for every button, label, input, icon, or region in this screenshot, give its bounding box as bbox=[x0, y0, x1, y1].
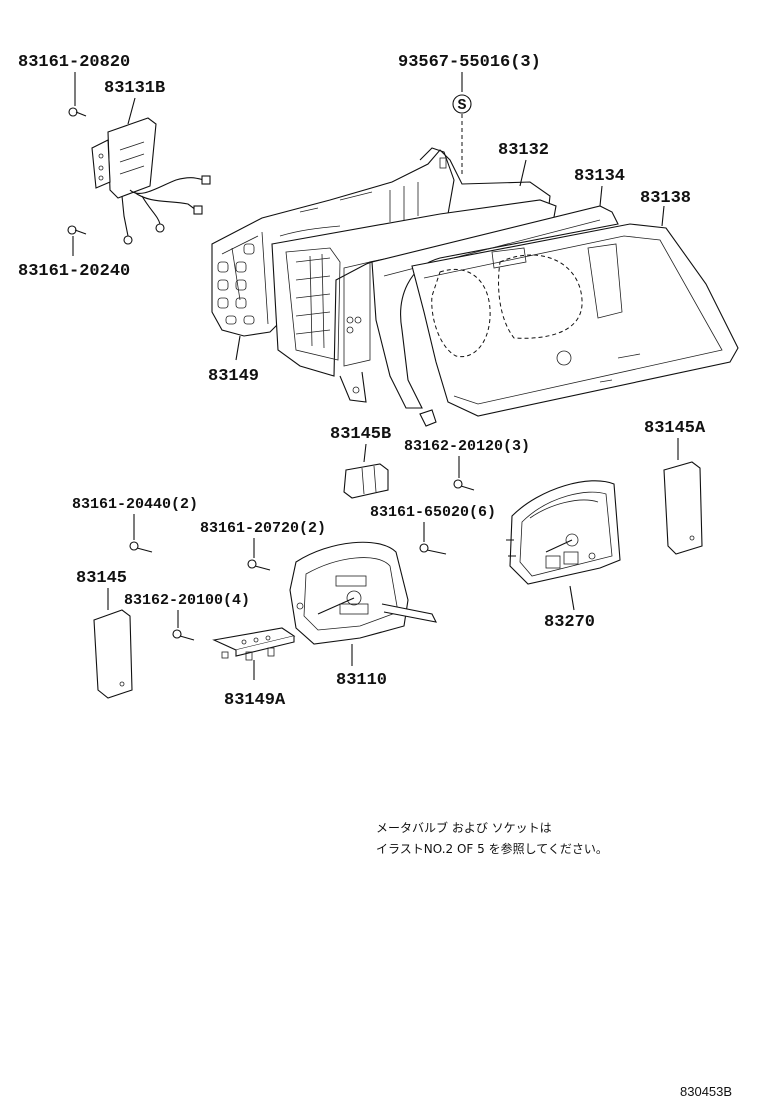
label-83149: 83149 bbox=[208, 367, 259, 386]
circuit-plate-83131B: 83161-20820 83131B 83161-20240 bbox=[18, 53, 211, 281]
label-83161-20240: 83161-20240 bbox=[18, 262, 130, 281]
screw-83162-20100: 83162-20100(4) bbox=[124, 592, 250, 641]
meter-glass-83138: 83138 bbox=[411, 189, 739, 417]
screw-83161-20240 bbox=[67, 225, 87, 235]
meter-hood-83134: 83134 bbox=[371, 167, 625, 427]
label-83162-20120: 83162-20120(3) bbox=[404, 438, 530, 455]
label-83132: 83132 bbox=[498, 141, 549, 160]
label-83149A: 83149A bbox=[224, 691, 286, 710]
label-83161-65020: 83161-65020(6) bbox=[370, 504, 496, 521]
screw-83161-20720: 83161-20720(2) bbox=[200, 520, 326, 571]
screw-83161-20440: 83161-20440(2) bbox=[72, 496, 198, 553]
panel-83145B: 83145B bbox=[330, 425, 391, 499]
note-line-2: イラストNO.2 OF 5 を参照してください。 bbox=[376, 841, 608, 856]
label-83162-20100: 83162-20100(4) bbox=[124, 592, 250, 609]
panel-83145A: 83145A bbox=[644, 419, 706, 555]
combination-meter-83270: 83270 bbox=[506, 480, 621, 632]
panel-83145: 83145 bbox=[76, 569, 133, 699]
screw-83161-20820 bbox=[68, 107, 87, 117]
label-83161-20820: 83161-20820 bbox=[18, 53, 130, 72]
label-83145A: 83145A bbox=[644, 419, 706, 438]
label-83145B: 83145B bbox=[330, 425, 391, 444]
label-83145: 83145 bbox=[76, 569, 127, 588]
circuit-board-83149A: 83149A bbox=[212, 627, 296, 710]
label-93567-55016: 93567-55016(3) bbox=[398, 53, 541, 72]
screw-symbol-s: S bbox=[458, 97, 467, 114]
label-83131B: 83131B bbox=[104, 79, 165, 98]
note-line-1: メータバルブ および ソケットは bbox=[376, 820, 552, 835]
label-83110: 83110 bbox=[336, 671, 387, 690]
screw-83162-20120: 83162-20120(3) bbox=[404, 438, 530, 491]
screw-93567-55016: 93567-55016(3) S bbox=[398, 53, 541, 174]
speedometer-83110: 83110 bbox=[289, 541, 437, 690]
screw-83161-65020: 83161-65020(6) bbox=[370, 504, 496, 555]
label-83138: 83138 bbox=[640, 189, 691, 208]
label-83161-20720: 83161-20720(2) bbox=[200, 520, 326, 537]
figure-number: 830453B bbox=[680, 1084, 732, 1099]
label-83134: 83134 bbox=[574, 167, 625, 186]
label-83161-20440: 83161-20440(2) bbox=[72, 496, 198, 513]
label-83270: 83270 bbox=[544, 613, 595, 632]
